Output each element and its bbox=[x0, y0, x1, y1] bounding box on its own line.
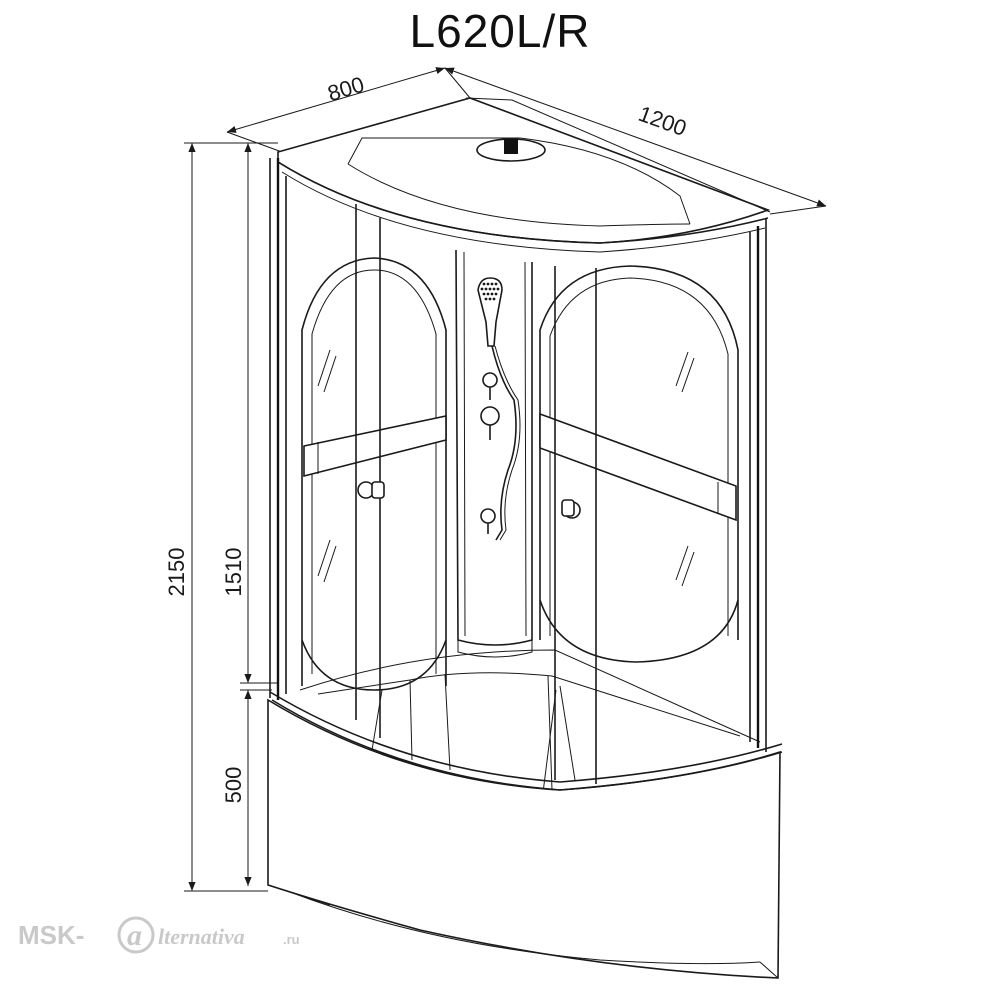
shower-head-nozzles bbox=[480, 282, 500, 301]
selector-valve-icon bbox=[480, 406, 500, 426]
watermark-logo: MSK- a lternativa .ru bbox=[18, 916, 300, 954]
shower-connector-icon bbox=[504, 139, 518, 154]
watermark-prefix: MSK- bbox=[18, 920, 84, 950]
at-sign-icon bbox=[117, 916, 155, 954]
dimension-tray-height-label: 500 bbox=[221, 767, 246, 804]
dimension-width-label: 1200 bbox=[635, 101, 690, 141]
center-back-panel bbox=[455, 249, 533, 658]
watermark-script: lternativa bbox=[158, 924, 245, 949]
right-glass-wall bbox=[539, 218, 767, 784]
cabin-roof bbox=[277, 97, 771, 253]
svg-text:a: a bbox=[127, 919, 142, 952]
hose-outlet-icon bbox=[480, 508, 496, 524]
mixer-valve-icon bbox=[482, 372, 498, 388]
left-glass-wall bbox=[269, 158, 447, 738]
dimension-cabin-height-label: 1510 bbox=[221, 548, 246, 597]
model-title: L620L/R bbox=[409, 5, 591, 57]
dimension-depth-label: 800 bbox=[325, 72, 367, 107]
shower-hose bbox=[491, 345, 517, 541]
watermark-suffix: .ru bbox=[283, 932, 300, 947]
dimension-lines bbox=[184, 67, 827, 892]
dimension-total-height-label: 2150 bbox=[164, 548, 189, 597]
shower-tray bbox=[267, 649, 783, 979]
